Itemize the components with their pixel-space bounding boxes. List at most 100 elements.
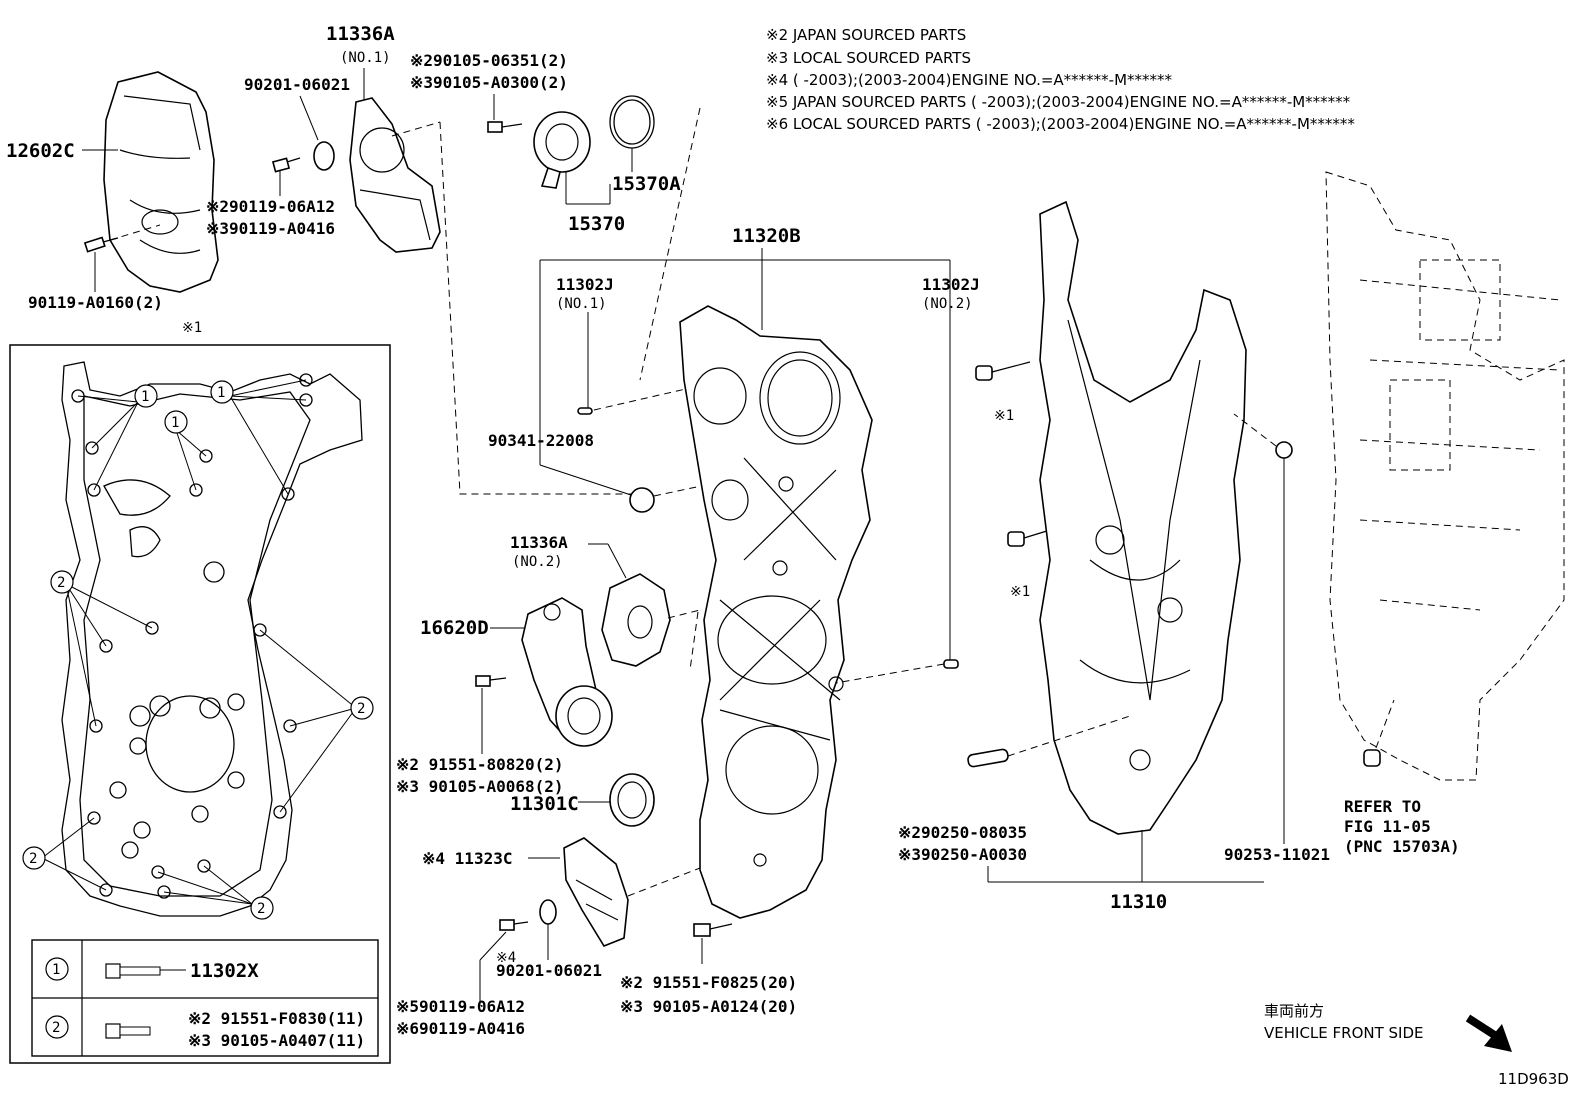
label-star4: ※4 <box>496 950 516 966</box>
label-11323C: ※4 11323C <box>422 849 512 868</box>
svg-text:2: 2 <box>29 851 37 867</box>
label-11336A-no2: 11336A <box>510 533 568 552</box>
guide-11323C[interactable] <box>563 837 629 947</box>
label-15370A: 15370A <box>612 173 681 195</box>
washer-90201-b[interactable] <box>539 899 557 925</box>
timing-cover-11320B[interactable] <box>679 305 873 919</box>
dowel-90250[interactable] <box>967 748 1009 768</box>
bracket-11336A-no1[interactable] <box>349 97 441 253</box>
label-90119-A0416-b: ※690119-A0416 <box>396 1019 525 1038</box>
callout-1-a: 1 <box>134 384 158 408</box>
label-star1-b: ※1 <box>1010 584 1030 600</box>
label-15370: 15370 <box>568 213 625 235</box>
label-90250-08035: ※290250-08035 <box>898 823 1027 842</box>
bolt-91551-80820[interactable] <box>475 675 507 687</box>
legend-bolt-11302X-icon <box>105 963 161 979</box>
label-star1-a: ※1 <box>994 408 1014 424</box>
callout-1-b: 1 <box>164 410 188 434</box>
label-90119-A0416-a: ※390119-A0416 <box>206 219 335 238</box>
label-11320B: 11320B <box>732 225 801 247</box>
callout-2-d: 2 <box>250 896 274 920</box>
note-5: ※5 JAPAN SOURCED PARTS ( -2003);(2003-20… <box>766 93 1351 111</box>
label-refer-3: (PNC 15703A) <box>1344 837 1460 856</box>
bolt-star1-a[interactable] <box>975 361 1031 381</box>
legend-row2-num: 2 <box>52 1020 60 1036</box>
label-90119-A0160: 90119-A0160(2) <box>28 293 163 312</box>
svg-text:2: 2 <box>57 575 65 591</box>
label-90201-06021-b: 90201-06021 <box>496 961 602 980</box>
label-11336A-no1: 11336A <box>326 23 395 45</box>
tensioner-16620D[interactable] <box>521 597 613 747</box>
inset-gasket-box <box>9 344 391 1064</box>
label-11310: 11310 <box>1110 891 1167 913</box>
chain-cover-12602C[interactable] <box>103 71 219 293</box>
front-arrow-icon <box>1465 1014 1512 1052</box>
callout-1-c: 1 <box>210 380 234 404</box>
callout-2-c: 2 <box>22 846 46 870</box>
label-90341-22008: 90341-22008 <box>488 431 594 450</box>
legend-row2-part-a: ※2 91551-F0830(11) <box>188 1009 365 1028</box>
note-3: ※3 LOCAL SOURCED PARTS <box>766 49 971 67</box>
legend-table: 1 2 11302X ※2 91551-F0830(11) ※3 90105-A… <box>31 939 379 1057</box>
svg-text:2: 2 <box>357 701 365 717</box>
inset-bolt-holes <box>71 373 313 899</box>
idler-11336A-no2[interactable] <box>601 573 671 667</box>
plug-90253[interactable] <box>1275 441 1293 459</box>
label-11302J-2: 11302J <box>922 275 980 294</box>
bolt-refer[interactable] <box>1363 749 1381 767</box>
label-front-jp: 車両前方 <box>1264 1002 1324 1020</box>
svg-text:1: 1 <box>171 415 179 431</box>
engine-block-outline <box>1325 171 1565 781</box>
pin-11302J-no2[interactable] <box>943 659 959 669</box>
label-front-en: VEHICLE FRONT SIDE <box>1264 1024 1424 1042</box>
label-refer-1: REFER TO <box>1344 797 1421 816</box>
callout-2-leaders <box>41 583 357 905</box>
note-6: ※6 LOCAL SOURCED PARTS ( -2003);(2003-20… <box>766 115 1355 133</box>
callout-1-leaders <box>77 379 307 495</box>
label-90105-A0124: ※3 90105-A0124(20) <box>620 997 797 1016</box>
bolt-91551-F0825[interactable] <box>693 923 733 937</box>
label-90250-A0030: ※390250-A0030 <box>898 845 1027 864</box>
bearing-15370[interactable] <box>533 111 591 189</box>
bolt-90119-06A12-a[interactable] <box>271 157 301 173</box>
bolt-star1-b[interactable] <box>1007 529 1051 547</box>
legend-row2-part-b: ※3 90105-A0407(11) <box>188 1031 365 1050</box>
label-star1-top: ※1 <box>182 320 202 336</box>
label-90105-A0300: ※390105-A0300(2) <box>410 73 568 92</box>
label-90105-A0068: ※3 90105-A0068(2) <box>396 777 564 796</box>
oil-seal-11301C[interactable] <box>609 773 655 827</box>
plate-11310[interactable] <box>1039 200 1247 835</box>
bolt-90119-06A12-b[interactable] <box>499 919 529 931</box>
label-12602C: 12602C <box>6 140 75 162</box>
svg-text:1: 1 <box>141 389 149 405</box>
callout-2-b: 2 <box>350 696 374 720</box>
label-no1-b: (NO.1) <box>556 296 607 312</box>
plug-90341[interactable] <box>629 487 655 513</box>
label-90119-06A12-a: ※290119-06A12 <box>206 197 335 216</box>
washer-90201-a[interactable] <box>313 141 335 171</box>
notes-block: ※2 JAPAN SOURCED PARTS ※3 LOCAL SOURCED … <box>766 26 1355 133</box>
legend-bolt-row2-icon <box>105 1023 151 1039</box>
label-90105-06351: ※290105-06351(2) <box>410 51 568 70</box>
label-11301C: 11301C <box>510 793 579 815</box>
label-no2-a: (NO.2) <box>512 554 563 570</box>
callout-2-a: 2 <box>50 570 74 594</box>
label-no1-a: (NO.1) <box>340 50 391 66</box>
label-11302J-1: 11302J <box>556 275 614 294</box>
pin-11302J-no1[interactable] <box>577 407 593 415</box>
label-91551-F0825: ※2 91551-F0825(20) <box>620 973 797 992</box>
svg-text:2: 2 <box>257 901 265 917</box>
seal-15370A[interactable] <box>609 95 655 149</box>
label-90253-11021: 90253-11021 <box>1224 845 1330 864</box>
svg-text:1: 1 <box>217 385 225 401</box>
figure-code: 11D963D <box>1498 1070 1569 1088</box>
label-refer-2: FIG 11-05 <box>1344 817 1431 836</box>
label-91551-80820: ※2 91551-80820(2) <box>396 755 564 774</box>
legend-row1-num: 1 <box>52 962 60 978</box>
bolt-90105[interactable] <box>487 121 523 133</box>
note-4: ※4 ( -2003);(2003-2004)ENGINE NO.=A*****… <box>766 71 1173 89</box>
label-no2-b: (NO.2) <box>922 296 973 312</box>
label-16620D: 16620D <box>420 617 489 639</box>
legend-row1-part: 11302X <box>190 960 259 982</box>
